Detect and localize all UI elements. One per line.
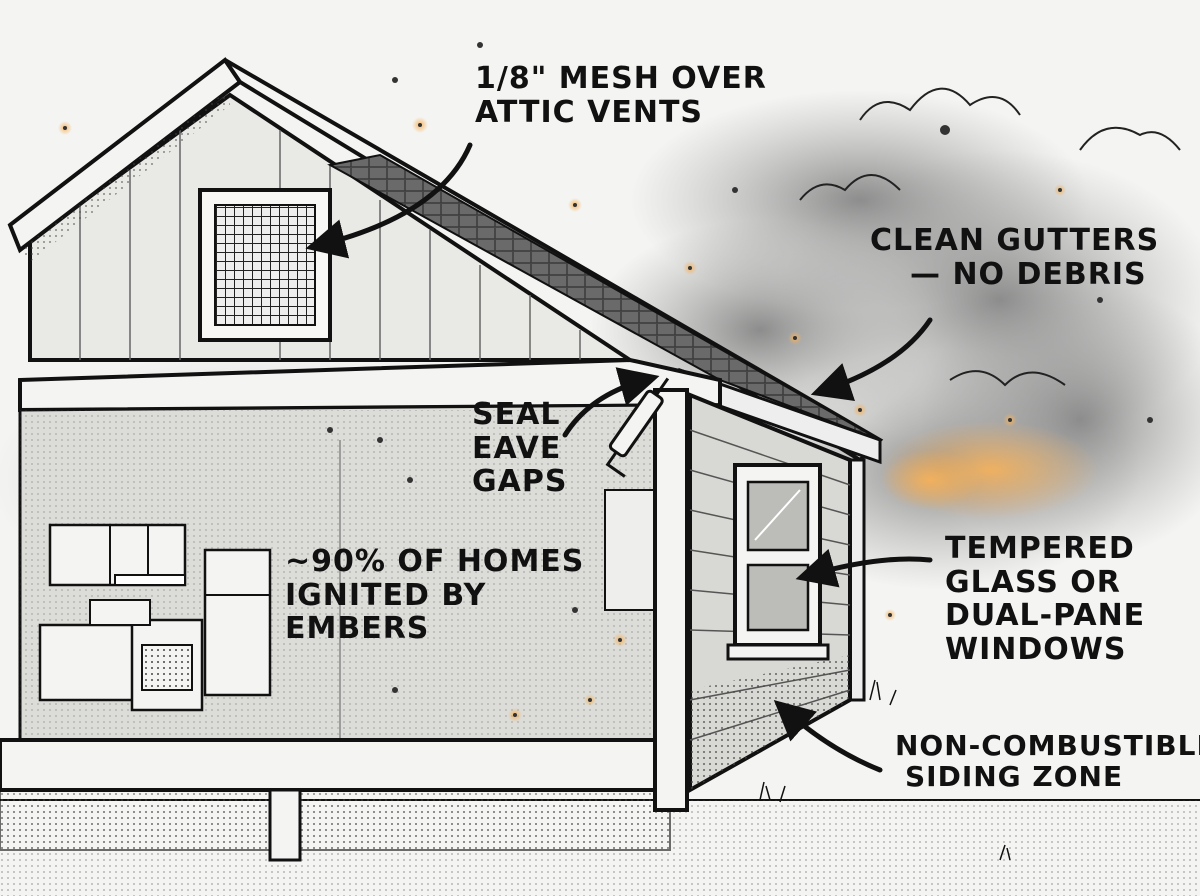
callout-gutters-line-1: CLEAN GUTTERS <box>870 224 1159 258</box>
callout-eave-line-1: SEAL <box>472 398 567 432</box>
callout-embers: ~90% OF HOMES IGNITED BY EMBERS <box>285 545 584 646</box>
callout-mesh-line-2: ATTIC VENTS <box>475 96 767 130</box>
callout-siding-line-1: NON-COMBUSTIBLE <box>895 730 1200 761</box>
callout-siding-line-2: SIDING ZONE <box>895 761 1200 792</box>
callout-embers-line-3: EMBERS <box>285 612 584 646</box>
floor-slab <box>0 740 670 860</box>
callout-glass-line-1: TEMPERED <box>945 532 1145 566</box>
callout-eave-line-2: EAVE <box>472 432 567 466</box>
tempered-window <box>728 465 828 659</box>
callout-glass-line-4: WINDOWS <box>945 633 1145 667</box>
callout-mesh-line-1: 1/8" MESH OVER <box>475 62 767 96</box>
callout-glass-line-3: DUAL-PANE <box>945 599 1145 633</box>
callout-mesh: 1/8" MESH OVER ATTIC VENTS <box>475 62 767 129</box>
callout-eave-line-3: GAPS <box>472 465 567 499</box>
callout-gutters-line-2: — NO DEBRIS <box>870 258 1159 292</box>
fire-glow <box>880 420 1100 520</box>
refrigerator <box>205 550 270 695</box>
callout-siding: NON-COMBUSTIBLE SIDING ZONE <box>895 730 1200 793</box>
callout-eave: SEAL EAVE GAPS <box>472 398 567 499</box>
callout-glass: TEMPERED GLASS OR DUAL-PANE WINDOWS <box>945 532 1145 666</box>
callout-embers-line-2: IGNITED BY <box>285 579 584 613</box>
interior-window <box>605 490 655 610</box>
callout-embers-line-1: ~90% OF HOMES <box>285 545 584 579</box>
vent-mesh <box>215 205 315 325</box>
callout-gutters: CLEAN GUTTERS — NO DEBRIS <box>870 224 1159 291</box>
callout-glass-line-2: GLASS OR <box>945 566 1145 600</box>
corner-post <box>655 390 687 810</box>
lower-cabinets <box>40 625 135 700</box>
